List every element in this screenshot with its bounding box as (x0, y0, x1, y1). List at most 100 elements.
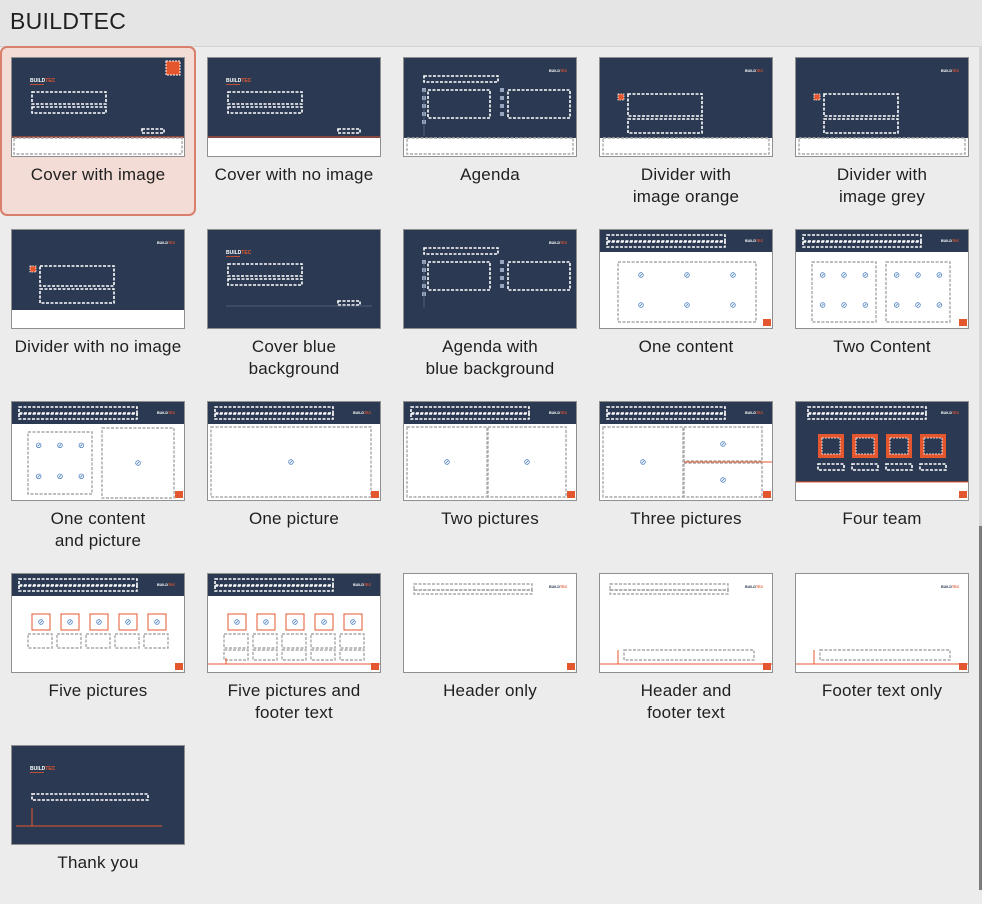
layout-thumbnail: BUILDTEC (795, 57, 969, 157)
window-title: BUILDTEC (10, 8, 127, 34)
layout-label: Cover with no image (214, 165, 374, 184)
svg-text:BUILDTEC: BUILDTEC (226, 250, 252, 256)
svg-text:BUILDTEC: BUILDTEC (353, 411, 372, 415)
thumbnail-svg: BUILDTEC (208, 58, 380, 138)
layout-tile-thank-you[interactable]: BUILDTEC Thank you (0, 734, 196, 904)
layout-label: Header only (443, 681, 537, 700)
layout-thumbnail: BUILDTEC (207, 57, 381, 157)
layout-tile-divider-grey[interactable]: BUILDTEC Divider with image grey (784, 46, 980, 216)
layout-label: Thank you (57, 853, 139, 872)
thumbnail-svg: BUILDTEC (12, 746, 184, 844)
layout-label: Two Content (833, 337, 931, 356)
layout-label: One picture (248, 509, 340, 528)
thumbnail-svg: BUILDTEC (600, 230, 772, 326)
svg-text:BUILDTEC: BUILDTEC (549, 241, 568, 245)
window-header: BUILDTEC (0, 0, 982, 47)
layout-label: Agenda with blue background (425, 337, 555, 378)
svg-text:BUILDTEC: BUILDTEC (157, 411, 176, 415)
layout-thumbnail: BUILDTEC (207, 573, 381, 673)
layout-thumbnail: BUILDTEC (11, 57, 185, 157)
svg-text:BUILDTEC: BUILDTEC (30, 78, 56, 84)
thumbnail-svg: BUILDTEC (12, 402, 184, 499)
layout-label: Three pictures (630, 509, 742, 528)
layout-tile-agenda[interactable]: BUILDTEC Agenda (392, 46, 588, 216)
layout-thumbnail: BUILDTEC (11, 573, 185, 673)
layout-tile-agenda-blue[interactable]: BUILDTEC Agenda with blue background (392, 218, 588, 388)
layout-tile-cover-noimage[interactable]: BUILDTEC Cover with no image (196, 46, 392, 216)
layout-thumbnail: BUILDTEC (795, 401, 969, 501)
layout-thumbnail: BUILDTEC (599, 573, 773, 673)
layout-thumbnail: BUILDTEC (207, 401, 381, 501)
svg-text:BUILDTEC: BUILDTEC (941, 585, 960, 589)
thumbnail-svg: BUILDTEC (404, 230, 576, 328)
svg-text:BUILDTEC: BUILDTEC (941, 411, 960, 415)
layout-tile-two-content[interactable]: BUILDTEC Two Content (784, 218, 980, 388)
layout-label: Header and footer text (640, 681, 732, 722)
layout-label: Five pictures (48, 681, 148, 700)
layout-label: Divider with no image (14, 337, 182, 356)
layout-thumbnail: BUILDTEC (795, 573, 969, 673)
thumbnail-svg: BUILDTEC (796, 585, 968, 670)
thumbnail-svg: BUILDTEC (600, 58, 772, 155)
layout-thumbnail: BUILDTEC (599, 57, 773, 157)
thumbnail-svg: BUILDTEC (12, 230, 184, 310)
svg-text:BUILDTEC: BUILDTEC (745, 239, 764, 243)
layout-label: Cover with image (30, 165, 166, 184)
svg-text:BUILDTEC: BUILDTEC (157, 583, 176, 587)
layout-thumbnail: BUILDTEC (599, 229, 773, 329)
layout-thumbnail: BUILDTEC (599, 401, 773, 501)
scrollbar-track[interactable] (979, 46, 982, 890)
layout-thumbnail: BUILDTEC (11, 401, 185, 501)
layout-tile-header-only[interactable]: BUILDTEC Header only (392, 562, 588, 732)
layout-label: Cover blue background (248, 337, 340, 378)
svg-text:BUILDTEC: BUILDTEC (745, 411, 764, 415)
layout-label: Divider with image grey (836, 165, 928, 206)
thumbnail-svg: BUILDTEC (208, 230, 380, 328)
svg-text:BUILDTEC: BUILDTEC (549, 585, 568, 589)
layout-label: Agenda (460, 165, 520, 184)
thumbnail-svg: BUILDTEC (413, 583, 575, 670)
layout-tile-three-pictures[interactable]: BUILDTEC Three pictures (588, 390, 784, 560)
layout-thumbnail: BUILDTEC (11, 745, 185, 845)
layout-label: Divider with image orange (632, 165, 740, 206)
thumbnail-svg: BUILDTEC (796, 230, 968, 326)
layout-tile-divider-orange[interactable]: BUILDTEC Divider with image orange (588, 46, 784, 216)
svg-text:BUILDTEC: BUILDTEC (745, 69, 764, 73)
layout-thumbnail: BUILDTEC (403, 573, 577, 673)
layout-label: One content and picture (50, 509, 146, 550)
thumbnail-svg: BUILDTEC (404, 402, 576, 498)
thumbnail-svg: BUILDTEC (600, 402, 772, 498)
thumbnail-svg: BUILDTEC (404, 58, 576, 155)
svg-text:BUILDTEC: BUILDTEC (353, 583, 372, 587)
layout-tile-cover-image[interactable]: BUILDTEC Cover with image (0, 46, 196, 216)
layout-tile-content-picture[interactable]: BUILDTEC One content and picture (0, 390, 196, 560)
svg-text:BUILDTEC: BUILDTEC (745, 585, 764, 589)
svg-text:BUILDTEC: BUILDTEC (941, 69, 960, 73)
svg-text:BUILDTEC: BUILDTEC (941, 239, 960, 243)
thumbnail-svg: BUILDTEC (796, 402, 968, 498)
thumbnail-svg: BUILDTEC (12, 58, 184, 155)
layout-label: Five pictures and footer text (227, 681, 361, 722)
thumbnail-svg: BUILDTEC (796, 58, 968, 155)
svg-text:BUILDTEC: BUILDTEC (549, 69, 568, 73)
layout-tile-five-pictures[interactable]: BUILDTEC Five pictures (0, 562, 196, 732)
svg-text:BUILDTEC: BUILDTEC (157, 241, 176, 245)
layout-tile-one-picture[interactable]: BUILDTEC One picture (196, 390, 392, 560)
layout-thumbnail: BUILDTEC (403, 229, 577, 329)
svg-text:BUILDTEC: BUILDTEC (226, 78, 252, 84)
layout-label: Two pictures (441, 509, 539, 528)
layout-tile-header-footer[interactable]: BUILDTEC Header and footer text (588, 562, 784, 732)
layout-thumbnail: BUILDTEC (403, 401, 577, 501)
thumbnail-svg: BUILDTEC (12, 574, 184, 670)
layout-tile-five-pictures-footer[interactable]: BUILDTEC Five pictures and footer text (196, 562, 392, 732)
thumbnail-svg: BUILDTEC (208, 574, 380, 670)
layout-tile-two-pictures[interactable]: BUILDTEC Two pictures (392, 390, 588, 560)
layout-thumbnail: BUILDTEC (795, 229, 969, 329)
layout-tile-cover-blue[interactable]: BUILDTEC Cover blue background (196, 218, 392, 388)
thumbnail-svg: BUILDTEC (600, 583, 772, 670)
layout-tile-divider-noimage[interactable]: BUILDTEC Divider with no image (0, 218, 196, 388)
scrollbar-thumb[interactable] (979, 526, 982, 890)
